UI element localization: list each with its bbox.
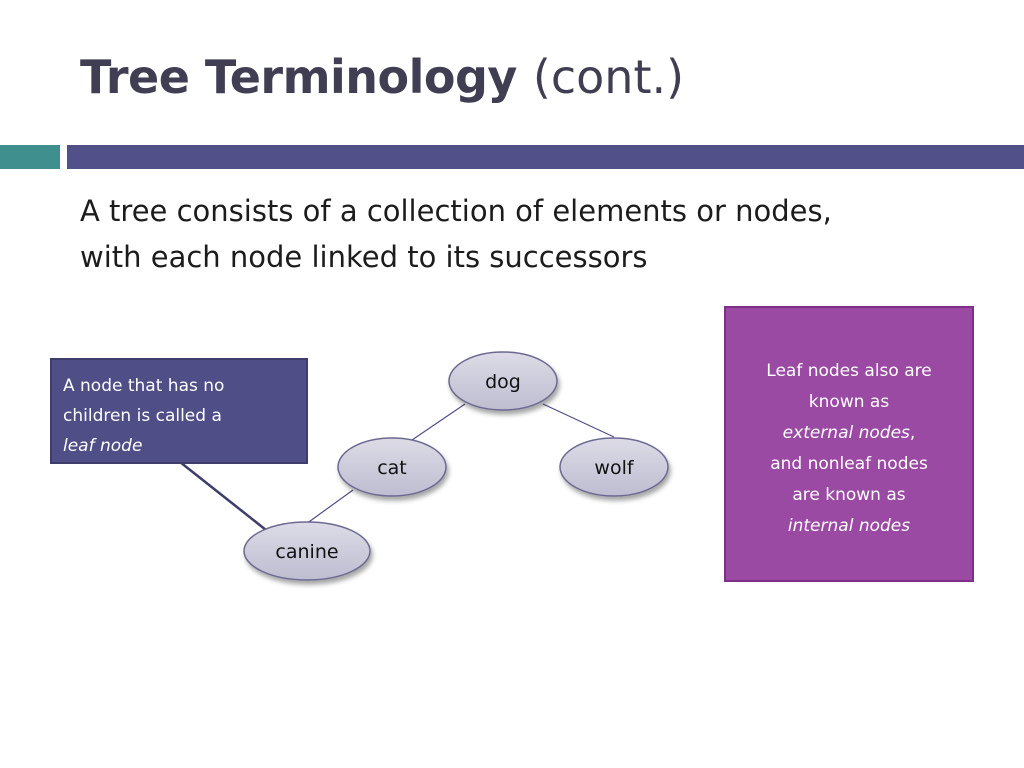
leaf-callout-line-2: children is called a (63, 406, 222, 426)
types-callout-line-6: internal nodes (726, 511, 972, 542)
node-cat-label: cat (377, 457, 407, 479)
node-dog-label: dog (485, 371, 521, 393)
internal-nodes-term: internal nodes (787, 516, 911, 536)
leaf-callout-term: leaf node (63, 431, 296, 461)
leaf-node-term: leaf node (63, 436, 143, 456)
types-callout-line-2: known as (808, 392, 890, 412)
slide-title-main: Tree Terminology (80, 50, 517, 104)
callout-pointer (179, 461, 267, 531)
types-callout-line-5: are known as (792, 485, 906, 505)
intro-line-2: with each node linked to its successors (80, 240, 648, 274)
slide-title: Tree Terminology (cont.) (80, 50, 684, 104)
leaf-node-callout: A node that has no children is called a … (50, 358, 308, 464)
edge-dog-cat (411, 403, 466, 441)
types-callout-line-4: and nonleaf nodes (770, 454, 928, 474)
edge-dog-wolf (542, 403, 615, 438)
node-wolf: wolf (559, 437, 669, 497)
types-callout-line-1: Leaf nodes also are (766, 361, 932, 381)
leaf-callout-line-1: A node that has no (63, 376, 225, 396)
node-dog: dog (448, 351, 558, 411)
external-nodes-comma: , (909, 423, 916, 443)
node-canine: canine (243, 521, 371, 581)
intro-line-1: A tree consists of a collection of eleme… (80, 194, 832, 228)
node-canine-label: canine (275, 541, 338, 563)
node-types-callout: Leaf nodes also are known as external no… (724, 306, 974, 582)
title-rule-bar (67, 145, 1024, 169)
external-nodes-term: external nodes (782, 423, 910, 443)
title-rule-accent (0, 145, 60, 169)
edge-cat-canine (305, 489, 354, 525)
node-wolf-label: wolf (594, 457, 634, 479)
node-cat: cat (337, 437, 447, 497)
types-callout-line-3: external nodes, (726, 418, 972, 449)
slide-title-sub: (cont.) (532, 50, 685, 104)
intro-text: A tree consists of a collection of eleme… (80, 188, 960, 280)
